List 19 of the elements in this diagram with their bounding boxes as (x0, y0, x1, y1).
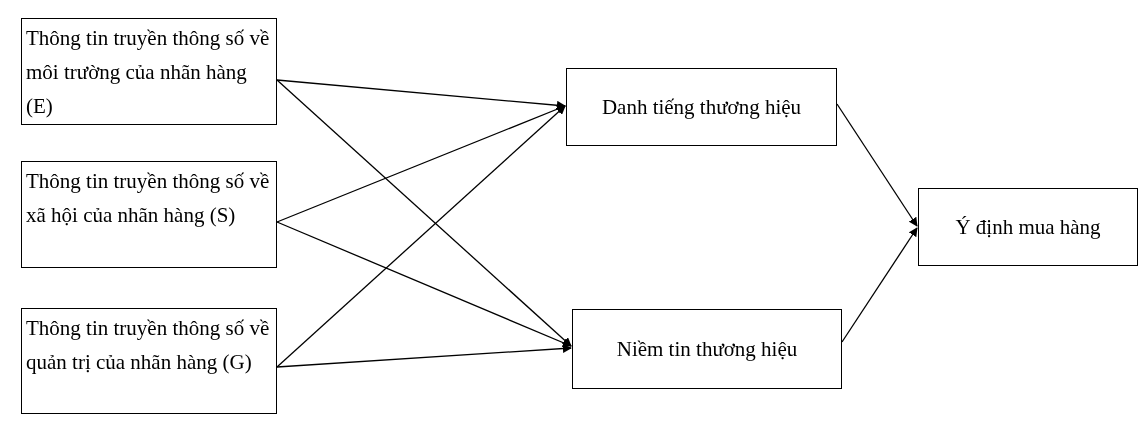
arrow (276, 104, 566, 223)
node-label: Danh tiếng thương hiệu (601, 94, 802, 120)
box (21, 308, 277, 414)
arrow (836, 103, 918, 227)
box (566, 68, 837, 146)
arrow (276, 79, 572, 347)
box (918, 188, 1138, 266)
node-label: Thông tin truyền thông số về quản trị của nhãn hàng (G) (26, 315, 271, 376)
arrow (276, 105, 566, 368)
box (21, 18, 277, 125)
arrow (276, 221, 572, 347)
node-label: Thông tin truyền thông số về xã hội của nhãn hàng (S) (26, 168, 271, 229)
node-label: Niềm tin thương hiệu (616, 336, 798, 362)
node-label: Thông tin truyền thông số về môi trường của nhãn hàng (E) (26, 25, 271, 120)
arrow (276, 344, 572, 368)
box (572, 309, 842, 389)
box (21, 161, 277, 268)
arrow (841, 227, 918, 343)
node-label: Ý định mua hàng (955, 214, 1101, 240)
